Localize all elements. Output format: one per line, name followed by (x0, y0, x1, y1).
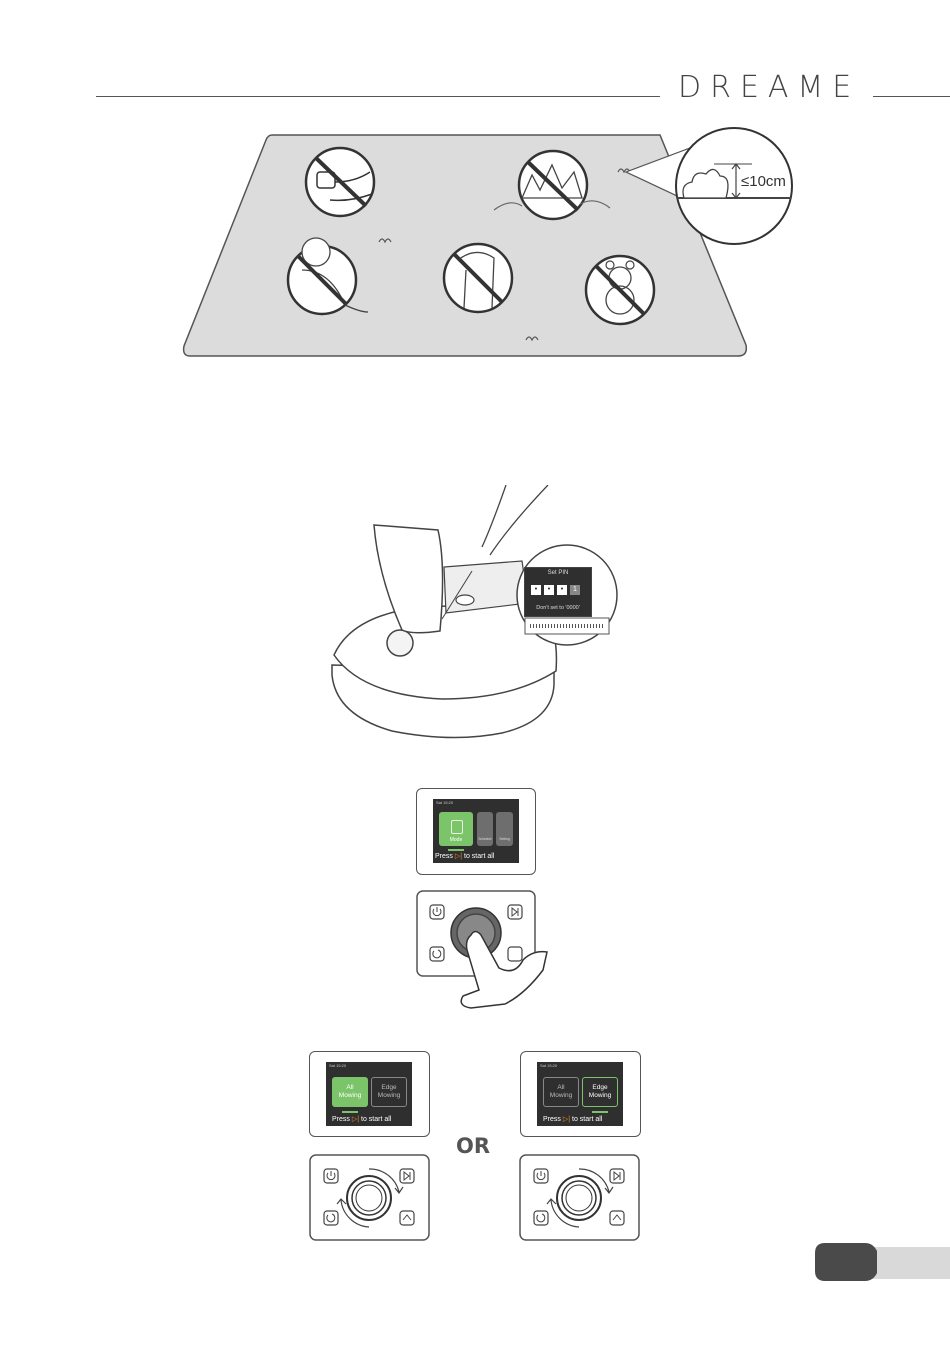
pin-digit[interactable]: • (544, 585, 554, 595)
mode-tile[interactable]: Mode (439, 812, 473, 846)
schedule-tile[interactable]: Schedule (477, 812, 493, 846)
header-rule-right (873, 96, 950, 97)
edge-mowing-option[interactable]: Edge Mowing (371, 1077, 407, 1107)
dial-knob[interactable] (557, 1176, 601, 1220)
start-prompt-prefix: Press (332, 1116, 350, 1123)
start-prompt-suffix: to start all (572, 1116, 602, 1123)
pin-title: Set PIN (525, 570, 591, 576)
option-label-line: Mowing (332, 1092, 368, 1100)
start-prompt: Press ▷| to start all (543, 1115, 623, 1123)
height-limit-label: ≤10cm (741, 173, 786, 190)
mowing-screen-right: Sat 15:20 All Mowing Edge Mowing Press ▷… (537, 1062, 623, 1126)
brand-logo: DREAME (678, 70, 860, 105)
power-button-icon[interactable] (324, 1169, 338, 1183)
back-button-icon[interactable] (324, 1211, 338, 1225)
mowing-panel-right: Sat 15:20 All Mowing Edge Mowing Press ▷… (520, 1051, 641, 1137)
all-mowing-option[interactable]: All Mowing (332, 1077, 368, 1107)
schedule-tile-label: Schedule (477, 837, 493, 841)
start-button-icon[interactable] (508, 905, 522, 919)
option-label-line: Mowing (544, 1092, 578, 1100)
pin-screen: Set PIN • • • 1 Don't set to '0000' (524, 567, 592, 617)
page-tab-marker (815, 1243, 950, 1281)
play-pause-icon: ▷| (352, 1116, 359, 1123)
toy-icon (586, 256, 654, 324)
play-pause-icon: ▷| (563, 1116, 570, 1123)
power-button-icon[interactable] (430, 905, 444, 919)
mode-screen-panel: Sat 15:20 Mode Schedule Setting Press ▷|… (416, 788, 536, 875)
play-pause-icon: ▷| (455, 853, 462, 860)
back-button-icon[interactable] (534, 1211, 548, 1225)
pet-icon (444, 244, 512, 312)
dial-panel-left (309, 1154, 431, 1242)
selection-underline (448, 849, 464, 851)
start-button-icon[interactable] (610, 1169, 624, 1183)
option-label-line: Mowing (372, 1092, 406, 1100)
edge-mowing-option[interactable]: Edge Mowing (582, 1077, 618, 1107)
pin-digit[interactable]: • (531, 585, 541, 595)
setting-tile[interactable]: Setting (496, 812, 513, 846)
header-rule-left (96, 96, 660, 97)
option-label-line: All (332, 1084, 368, 1092)
start-prompt-prefix: Press (435, 853, 453, 860)
selection-underline (342, 1111, 358, 1113)
option-label-line: Edge (583, 1084, 617, 1092)
pin-warning: Don't set to '0000' (525, 605, 591, 611)
selection-underline (592, 1111, 608, 1113)
start-prompt: Press ▷| to start all (435, 852, 519, 860)
dial-knob[interactable] (347, 1176, 391, 1220)
pin-digit[interactable]: • (557, 585, 567, 595)
option-label-line: Edge (372, 1084, 406, 1092)
option-label-line: Mowing (583, 1092, 617, 1100)
status-bar: Sat 15:20 (540, 1063, 557, 1068)
pin-digit-active[interactable]: 1 (570, 585, 580, 595)
home-button-icon[interactable] (508, 947, 522, 961)
mode-screen: Sat 15:20 Mode Schedule Setting Press ▷|… (433, 799, 519, 863)
cable-icon (306, 148, 374, 216)
start-button-icon[interactable] (400, 1169, 414, 1183)
home-button-icon[interactable] (400, 1211, 414, 1225)
start-prompt-suffix: to start all (464, 853, 494, 860)
mowing-panel-left: Sat 15:20 All Mowing Edge Mowing Press ▷… (309, 1051, 430, 1137)
setting-tile-label: Setting (496, 837, 513, 841)
lawn-illustration: ≤10cm (180, 120, 800, 365)
home-button-icon[interactable] (610, 1211, 624, 1225)
mode-icon (451, 820, 463, 834)
start-prompt-suffix: to start all (361, 1116, 391, 1123)
mowing-screen-left: Sat 15:20 All Mowing Edge Mowing Press ▷… (326, 1062, 412, 1126)
or-separator: OR (456, 1134, 490, 1158)
dial-panel-right (519, 1154, 641, 1242)
option-label-line: All (544, 1084, 578, 1092)
back-button-icon[interactable] (430, 947, 444, 961)
control-panel-press (415, 890, 550, 1012)
start-prompt-prefix: Press (543, 1116, 561, 1123)
all-mowing-option[interactable]: All Mowing (543, 1077, 579, 1107)
status-bar: Sat 15:20 (436, 800, 453, 805)
power-button-icon[interactable] (534, 1169, 548, 1183)
start-prompt: Press ▷| to start all (332, 1115, 412, 1123)
mode-tile-label: Mode (439, 837, 473, 843)
status-bar: Sat 15:20 (329, 1063, 346, 1068)
